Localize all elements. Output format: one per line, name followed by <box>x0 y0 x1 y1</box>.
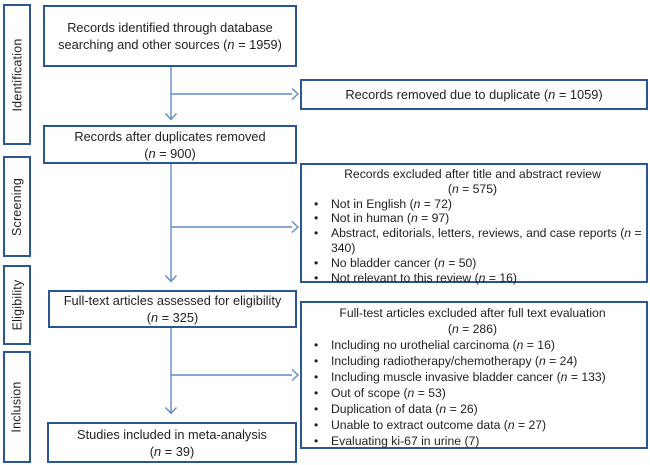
stage-screening-label: Screening <box>10 177 24 236</box>
excluded-eligibility-list: Including no urothelial carcinoma (n = 1… <box>302 337 643 449</box>
box-records-identified: Records identified through database sear… <box>43 5 297 67</box>
excluded-screening-title2: (n = 575) <box>447 181 498 196</box>
exclusion-item: Not in human (n = 97) <box>302 211 643 226</box>
records-after-duplicates-line2: (n = 900) <box>144 145 196 161</box>
exclusion-item: Evaluating ki-67 in urine (7) <box>302 433 643 449</box>
exclusion-item: Unable to extract outcome data (n = 27) <box>302 417 643 433</box>
arrow-to-excluded-screening <box>171 220 300 234</box>
records-after-duplicates-line1: Records after duplicates removed <box>74 128 266 144</box>
studies-included-line2: (n = 39) <box>149 443 195 459</box>
stage-inclusion-label: Inclusion <box>10 381 25 433</box>
stage-identification: Identification <box>3 4 31 145</box>
excluded-eligibility-title1: Full-test articles excluded after full t… <box>339 306 606 320</box>
stage-inclusion: Inclusion <box>3 351 31 463</box>
fulltext-assessed-line2: (n = 325) <box>146 310 199 325</box>
fulltext-assessed-line1: Full-text articles assessed for eligibil… <box>63 293 282 308</box>
exclusion-item: Not in English (n = 72) <box>302 197 643 212</box>
records-identified-line2: searching and other sources (n = 1959) <box>58 37 282 52</box>
exclusion-item: Abstract, editorials, letters, reviews, … <box>302 226 643 256</box>
studies-included-line1: Studies included in meta-analysis <box>77 426 267 442</box>
stage-eligibility-label: Eligibility <box>10 279 25 331</box>
excluded-screening-title1: Records excluded after title and abstrac… <box>344 167 601 181</box>
exclusion-item: Including muscle invasive bladder cancer… <box>302 369 643 385</box>
exclusion-item: Not relevant to this review (n = 16) <box>302 271 643 286</box>
excluded-screening-list: Not in English (n = 72) Not in human (n … <box>302 197 643 286</box>
stage-screening: Screening <box>3 156 31 257</box>
records-identified-line1: Records identified through database <box>67 20 273 35</box>
records-removed-duplicate-text: Records removed due to duplicate (n = 10… <box>345 87 603 102</box>
arrow-to-excluded-eligibility <box>171 368 300 382</box>
arrow-identified-to-after-duplicates <box>164 67 178 121</box>
box-excluded-screening: Records excluded after title and abstrac… <box>300 163 648 286</box>
box-records-after-duplicates: Records after duplicates removed (n = 90… <box>43 125 297 164</box>
box-fulltext-assessed: Full-text articles assessed for eligibil… <box>48 290 297 328</box>
excluded-eligibility-title2: (n = 286) <box>447 322 498 336</box>
arrow-fulltext-to-included <box>164 328 178 415</box>
exclusion-item: No bladder cancer (n = 50) <box>302 256 643 271</box>
stage-eligibility: Eligibility <box>3 265 31 345</box>
arrow-to-removed-duplicates <box>171 87 300 101</box>
exclusion-item: Including radiotherapy/chemotherapy (n =… <box>302 353 643 369</box>
exclusion-item: Out of scope (n = 53) <box>302 385 643 401</box>
arrow-after-duplicates-to-fulltext <box>164 164 178 283</box>
stage-identification-label: Identification <box>10 38 25 111</box>
box-studies-included: Studies included in meta-analysis (n = 3… <box>47 422 297 463</box>
exclusion-item: Duplication of data (n = 26) <box>302 401 643 417</box>
box-excluded-eligibility: Full-test articles excluded after full t… <box>300 301 648 449</box>
exclusion-item: Including no urothelial carcinoma (n = 1… <box>302 337 643 353</box>
box-records-removed-duplicate: Records removed due to duplicate (n = 10… <box>300 79 648 110</box>
